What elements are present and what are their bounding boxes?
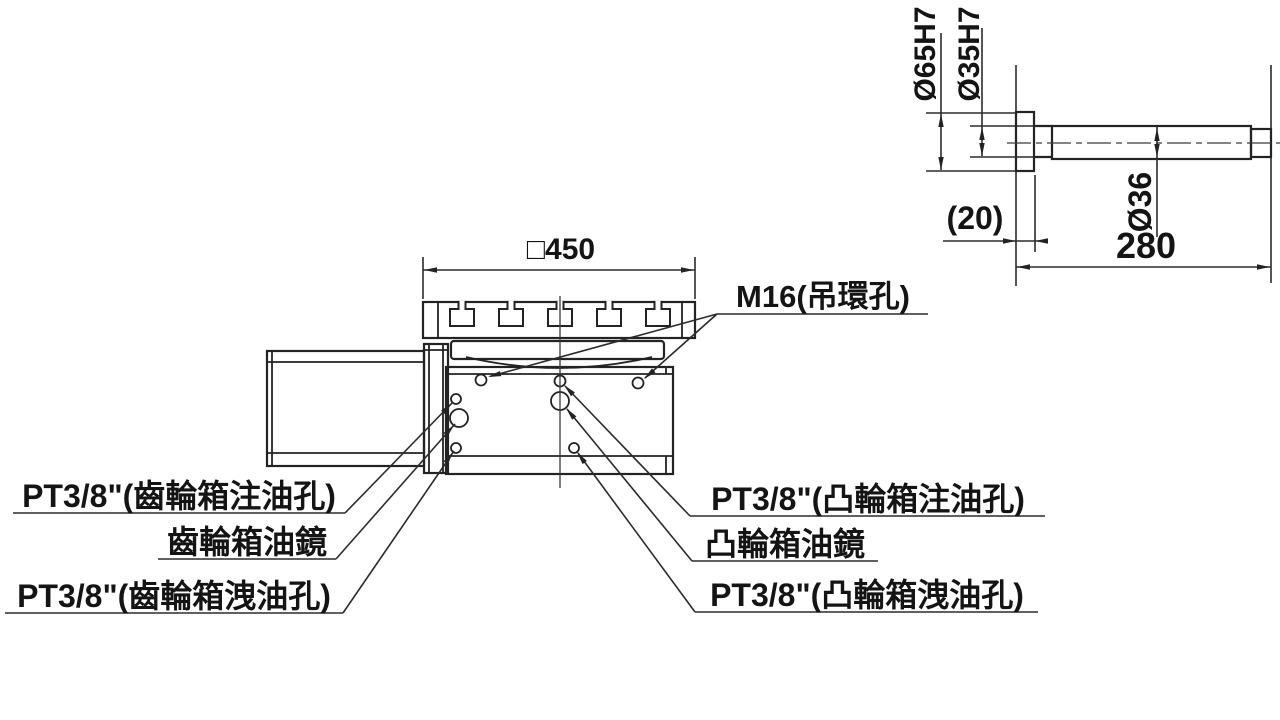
gear-box-sight-glass-circle: [449, 408, 469, 428]
leader-line: [342, 450, 455, 614]
dim-arrow: [1017, 264, 1030, 270]
leader-line: [577, 452, 696, 613]
label-m16-lifting-holes: M16(吊環孔): [736, 279, 910, 314]
dim-shaft-dia: Ø36: [1122, 127, 1160, 237]
shaft-dia-dim-text: Ø36: [1122, 172, 1158, 232]
lifting-hole-right: [631, 376, 645, 390]
dim-arrow: [938, 157, 944, 170]
leader-arrow: [487, 370, 502, 380]
leader-line: [644, 313, 718, 379]
table-base-band: [449, 339, 666, 369]
dim-arrow: [1154, 144, 1160, 157]
callout-cam-box-fill-port: PT3/8"(凸輪箱注油孔): [562, 383, 1045, 517]
gear-box-drain-hole: [450, 442, 462, 454]
dim-arrow: [979, 143, 985, 156]
table-width-dim-text: □450: [527, 233, 595, 266]
dim-arrow: [1257, 264, 1270, 270]
dim-arrow: [938, 114, 944, 127]
callout-m16-lifting-holes: M16(吊環孔): [487, 279, 928, 382]
leader-line: [335, 423, 456, 560]
t-slot: [645, 300, 671, 327]
gear-box-housing: [265, 349, 426, 468]
callout-cam-box-drain-port: PT3/8"(凸輪箱洩油孔): [574, 450, 1038, 613]
callouts: M16(吊環孔) PT3/8"(齒輪箱注油孔) 齒輪箱油鏡 PT3/8"(齒輪箱…: [5, 279, 1045, 614]
label-gear-box-fill-port: PT3/8"(齒輪箱注油孔): [22, 478, 336, 514]
callout-gear-box-sight-glass: 齒輪箱油鏡: [158, 423, 457, 560]
shaft-length-dim-text: 280: [1116, 225, 1176, 266]
label-cam-box-sight-glass: 凸輪箱油鏡: [705, 526, 865, 562]
dim-arrow: [424, 267, 437, 273]
leader-line: [344, 401, 454, 514]
t-slot: [449, 300, 475, 327]
label-gear-box-sight-glass: 齒輪箱油鏡: [167, 524, 327, 560]
leader-line: [566, 408, 693, 562]
callout-gear-box-fill-port: PT3/8"(齒輪箱注油孔): [13, 401, 454, 514]
t-slot: [596, 300, 622, 327]
callout-gear-box-drain-port: PT3/8"(齒輪箱洩油孔): [5, 450, 456, 614]
table-top-plate: [421, 300, 697, 340]
dim-flange-width: (20): [943, 175, 1048, 252]
leader-line: [564, 385, 691, 517]
cam-box-drain-hole: [568, 442, 580, 454]
dim-arrow: [681, 267, 694, 273]
flange-bore-dim-text: Ø65H7: [909, 6, 942, 101]
t-slot: [498, 300, 524, 327]
table-base-outline: [449, 339, 666, 361]
pilot-bore-dim-text: Ø35H7: [953, 6, 986, 101]
dim-shaft-length: 280: [1016, 225, 1271, 270]
dim-table-width: □450: [422, 233, 696, 299]
dim-pilot-bore: Ø35H7: [953, 6, 1036, 158]
front-view: □450: [265, 233, 697, 488]
callout-cam-box-sight-glass: 凸輪箱油鏡: [563, 406, 878, 562]
leader-line: [489, 313, 718, 378]
dim-arrow: [1154, 128, 1160, 141]
label-cam-box-drain-port: PT3/8"(凸輪箱洩油孔): [710, 577, 1024, 613]
dim-flange-bore: Ø65H7: [909, 6, 1016, 172]
gear-box-fill-hole: [450, 393, 462, 405]
label-gear-box-drain-port: PT3/8"(齒輪箱洩油孔): [17, 578, 331, 614]
dim-arrow: [1035, 238, 1048, 244]
dim-arrow: [979, 127, 985, 140]
label-cam-box-fill-port: PT3/8"(凸輪箱注油孔): [711, 481, 1025, 517]
lifting-hole-left: [474, 373, 488, 387]
flange-width-dim-text: (20): [947, 200, 1004, 236]
shaft-flange-outline: [1014, 110, 1036, 173]
dim-arrow: [1003, 238, 1016, 244]
shaft-detail-view: Ø65H7 Ø35H7 Ø36 (20): [909, 6, 1280, 286]
gear-box-outline: [265, 349, 426, 468]
